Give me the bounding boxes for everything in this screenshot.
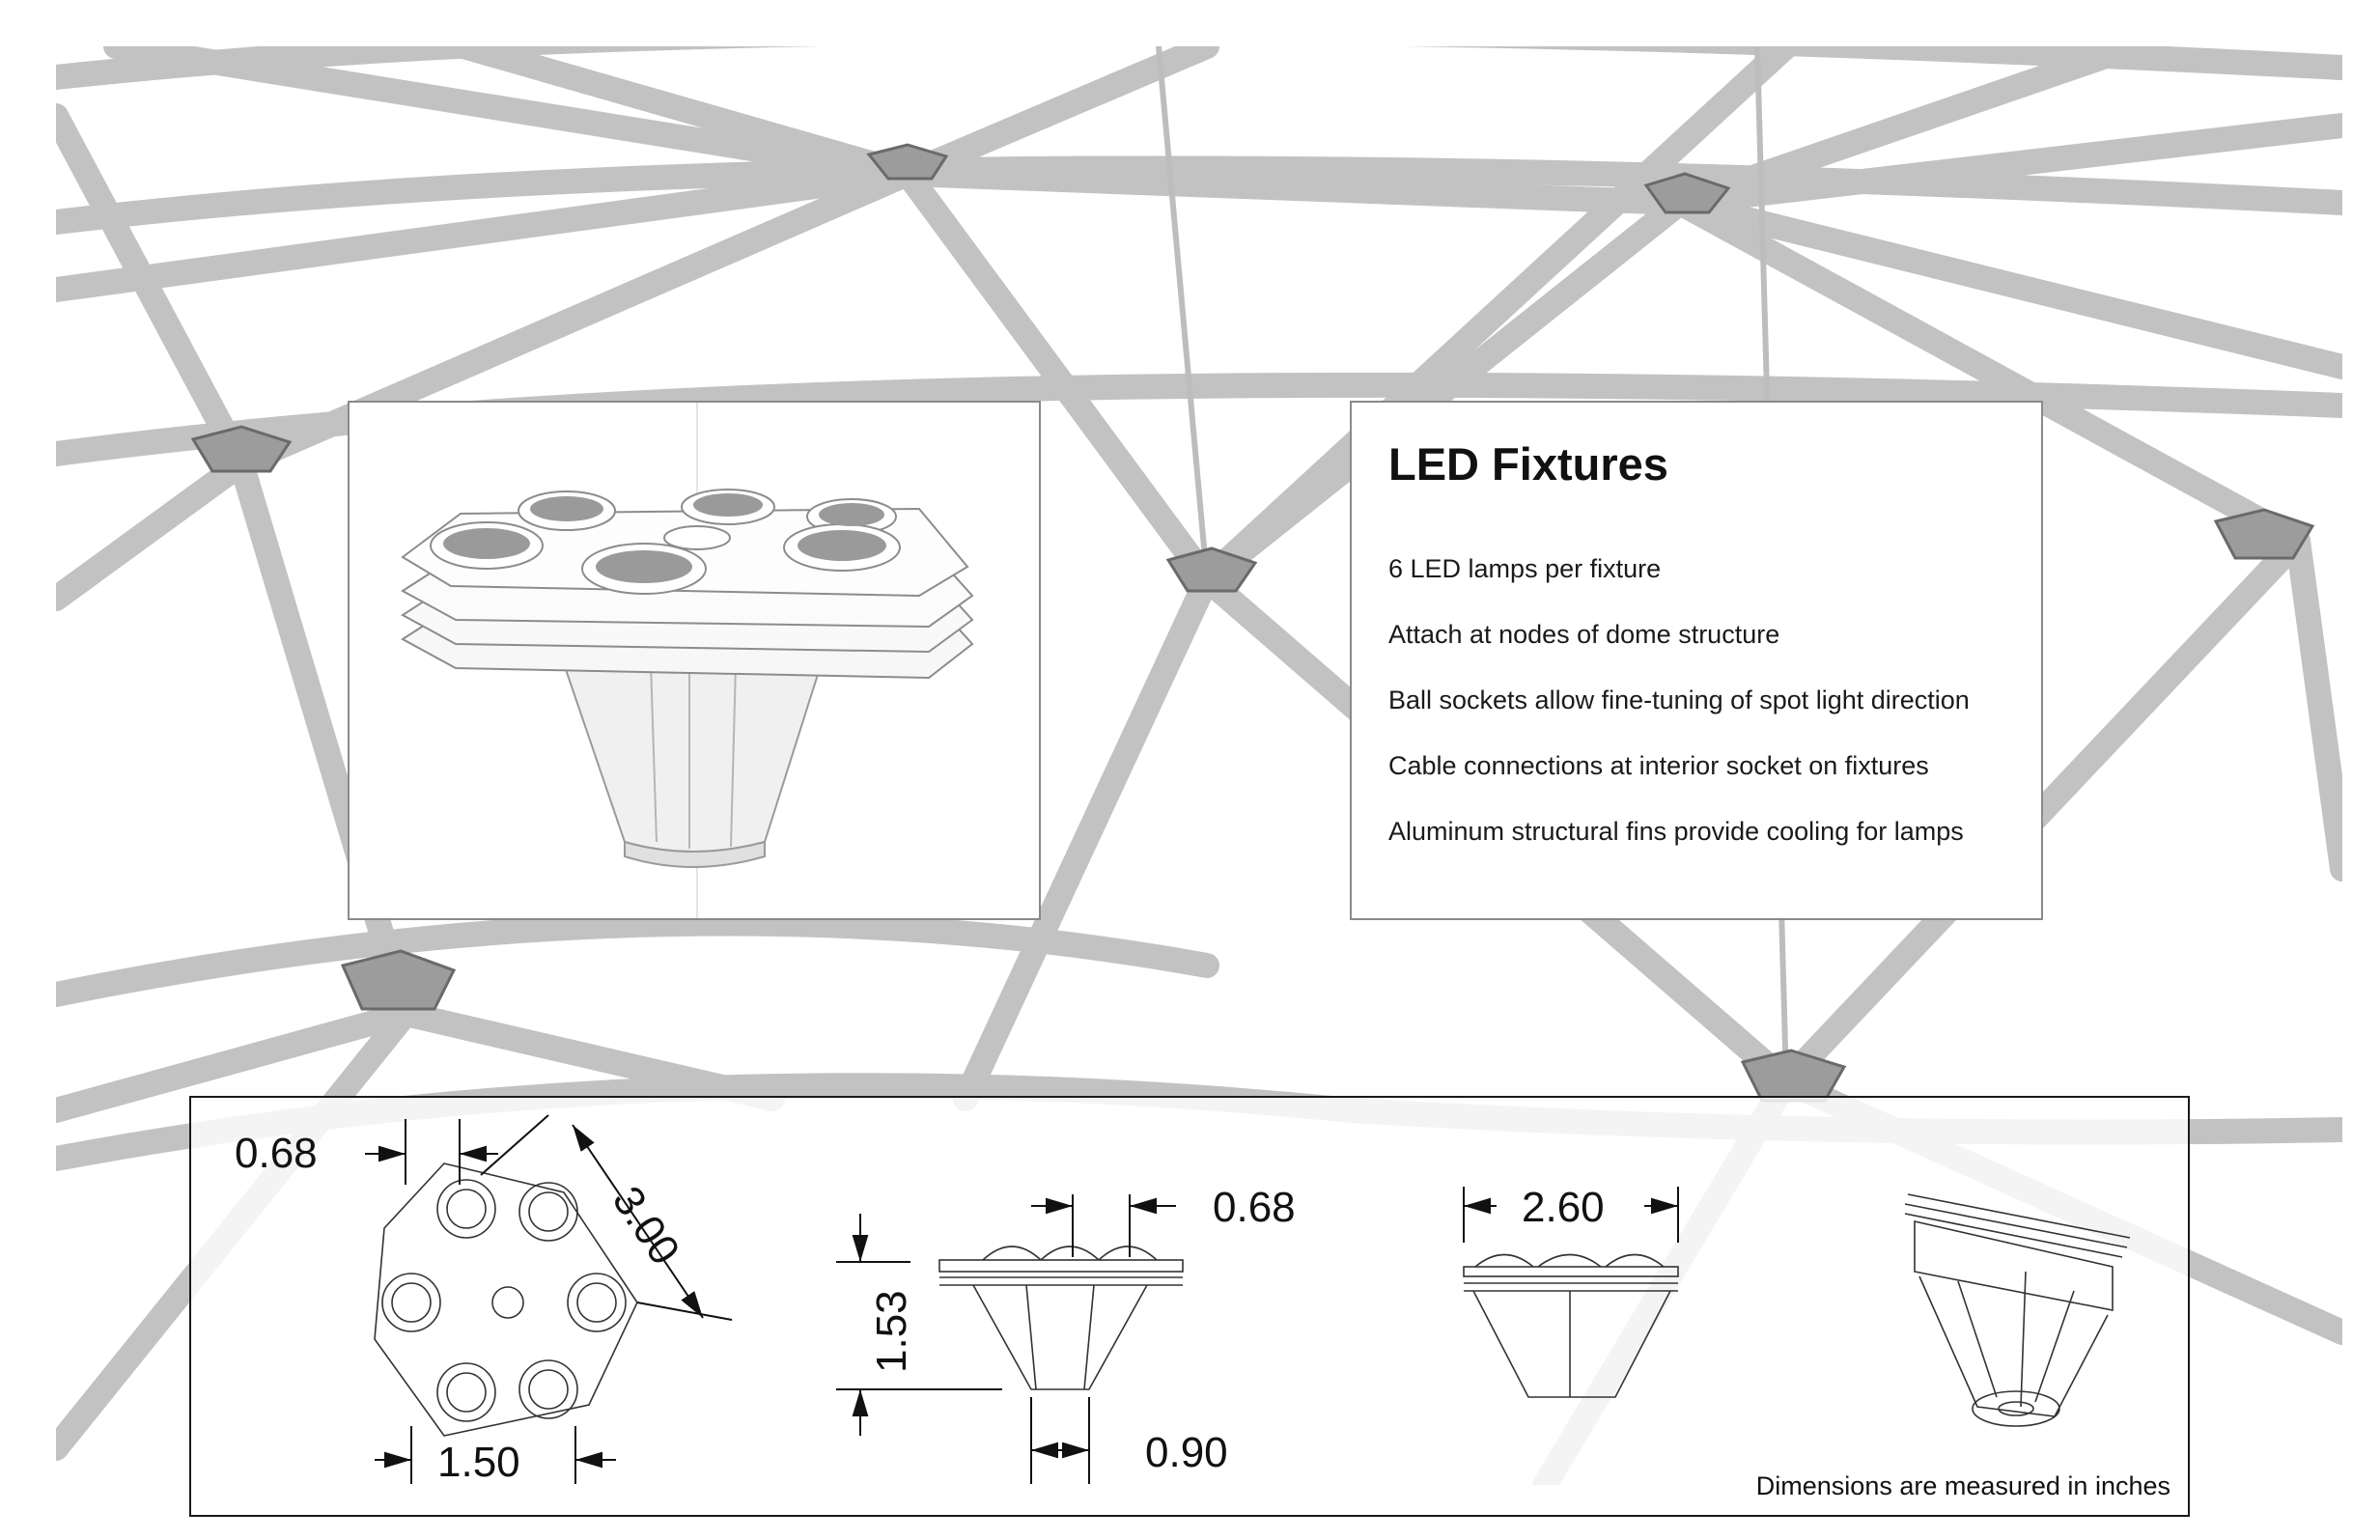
side-view-drawing bbox=[938, 1246, 1184, 1390]
dome-struts bbox=[56, 46, 2342, 1485]
info-line-cables: Cable connections at interior socket on … bbox=[1388, 751, 1929, 780]
fixture-render-illustration bbox=[401, 403, 974, 918]
info-line-attach: Attach at nodes of dome structure bbox=[1388, 620, 1780, 649]
info-line-fins: Aluminum structural fins provide cooling… bbox=[1388, 817, 1964, 846]
node-fixtures bbox=[190, 143, 2315, 1103]
units-note: Dimensions are measured in inches bbox=[1755, 1471, 2170, 1500]
dim-front-width: 2.60 bbox=[1522, 1184, 1605, 1231]
dim-hex-width: 1.50 bbox=[437, 1439, 520, 1486]
info-line-lamps: 6 LED lamps per fixture bbox=[1388, 554, 1662, 583]
dim-hex-side: 3.00 bbox=[603, 1178, 689, 1273]
dimensions-panel: 0.68 3.00 1.50 1.53 0.68 0.90 2.60 Dimen… bbox=[189, 1096, 2190, 1517]
front-view-drawing bbox=[1463, 1253, 1679, 1398]
top-view-drawing bbox=[374, 1162, 638, 1437]
info-line-sockets: Ball sockets allow fine-tuning of spot l… bbox=[1388, 686, 1970, 714]
info-panel: LED Fixtures 6 LED lamps per fixture Att… bbox=[1350, 401, 2043, 920]
dimension-drawings: 0.68 3.00 1.50 1.53 0.68 0.90 2.60 bbox=[235, 1114, 2131, 1486]
perspective-drawing bbox=[1904, 1193, 2131, 1427]
dim-side-gap: 0.68 bbox=[1213, 1184, 1296, 1231]
dim-top-gap: 0.68 bbox=[235, 1130, 318, 1177]
dim-side-height: 1.53 bbox=[868, 1290, 915, 1373]
dim-base-width: 0.90 bbox=[1145, 1429, 1228, 1476]
info-title: LED Fixtures bbox=[1388, 438, 1668, 490]
fixture-render-panel bbox=[348, 401, 1041, 920]
